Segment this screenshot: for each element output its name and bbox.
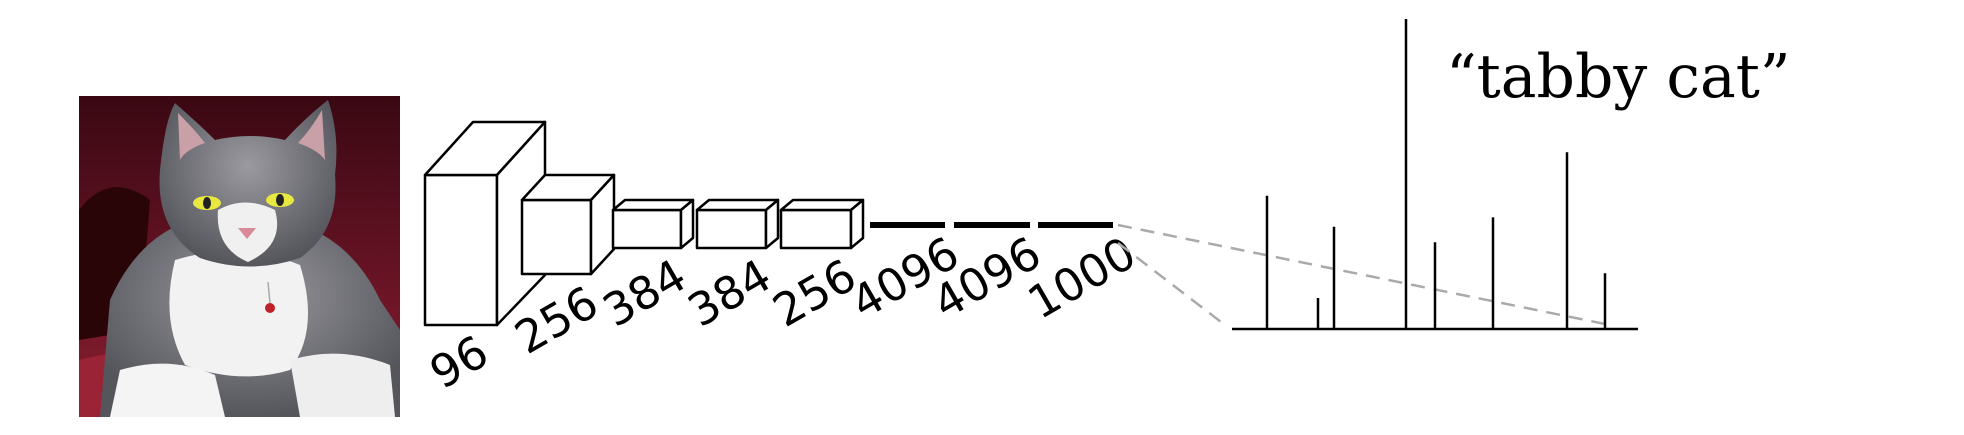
cat-photo [79,96,400,417]
projection-line-upper [1117,223,1611,327]
predicted-class-label: “tabby cat” [1446,42,1791,112]
conv-layer-5-box [779,198,865,250]
distribution-spikes [1265,19,1607,329]
layer-label-1: 96 [421,325,497,400]
conv-layer-4-box [695,198,780,250]
conv-layer-2-box [520,173,616,276]
layer-label-8: 1000 [1019,226,1145,329]
conv-layer-3-box [611,198,695,250]
